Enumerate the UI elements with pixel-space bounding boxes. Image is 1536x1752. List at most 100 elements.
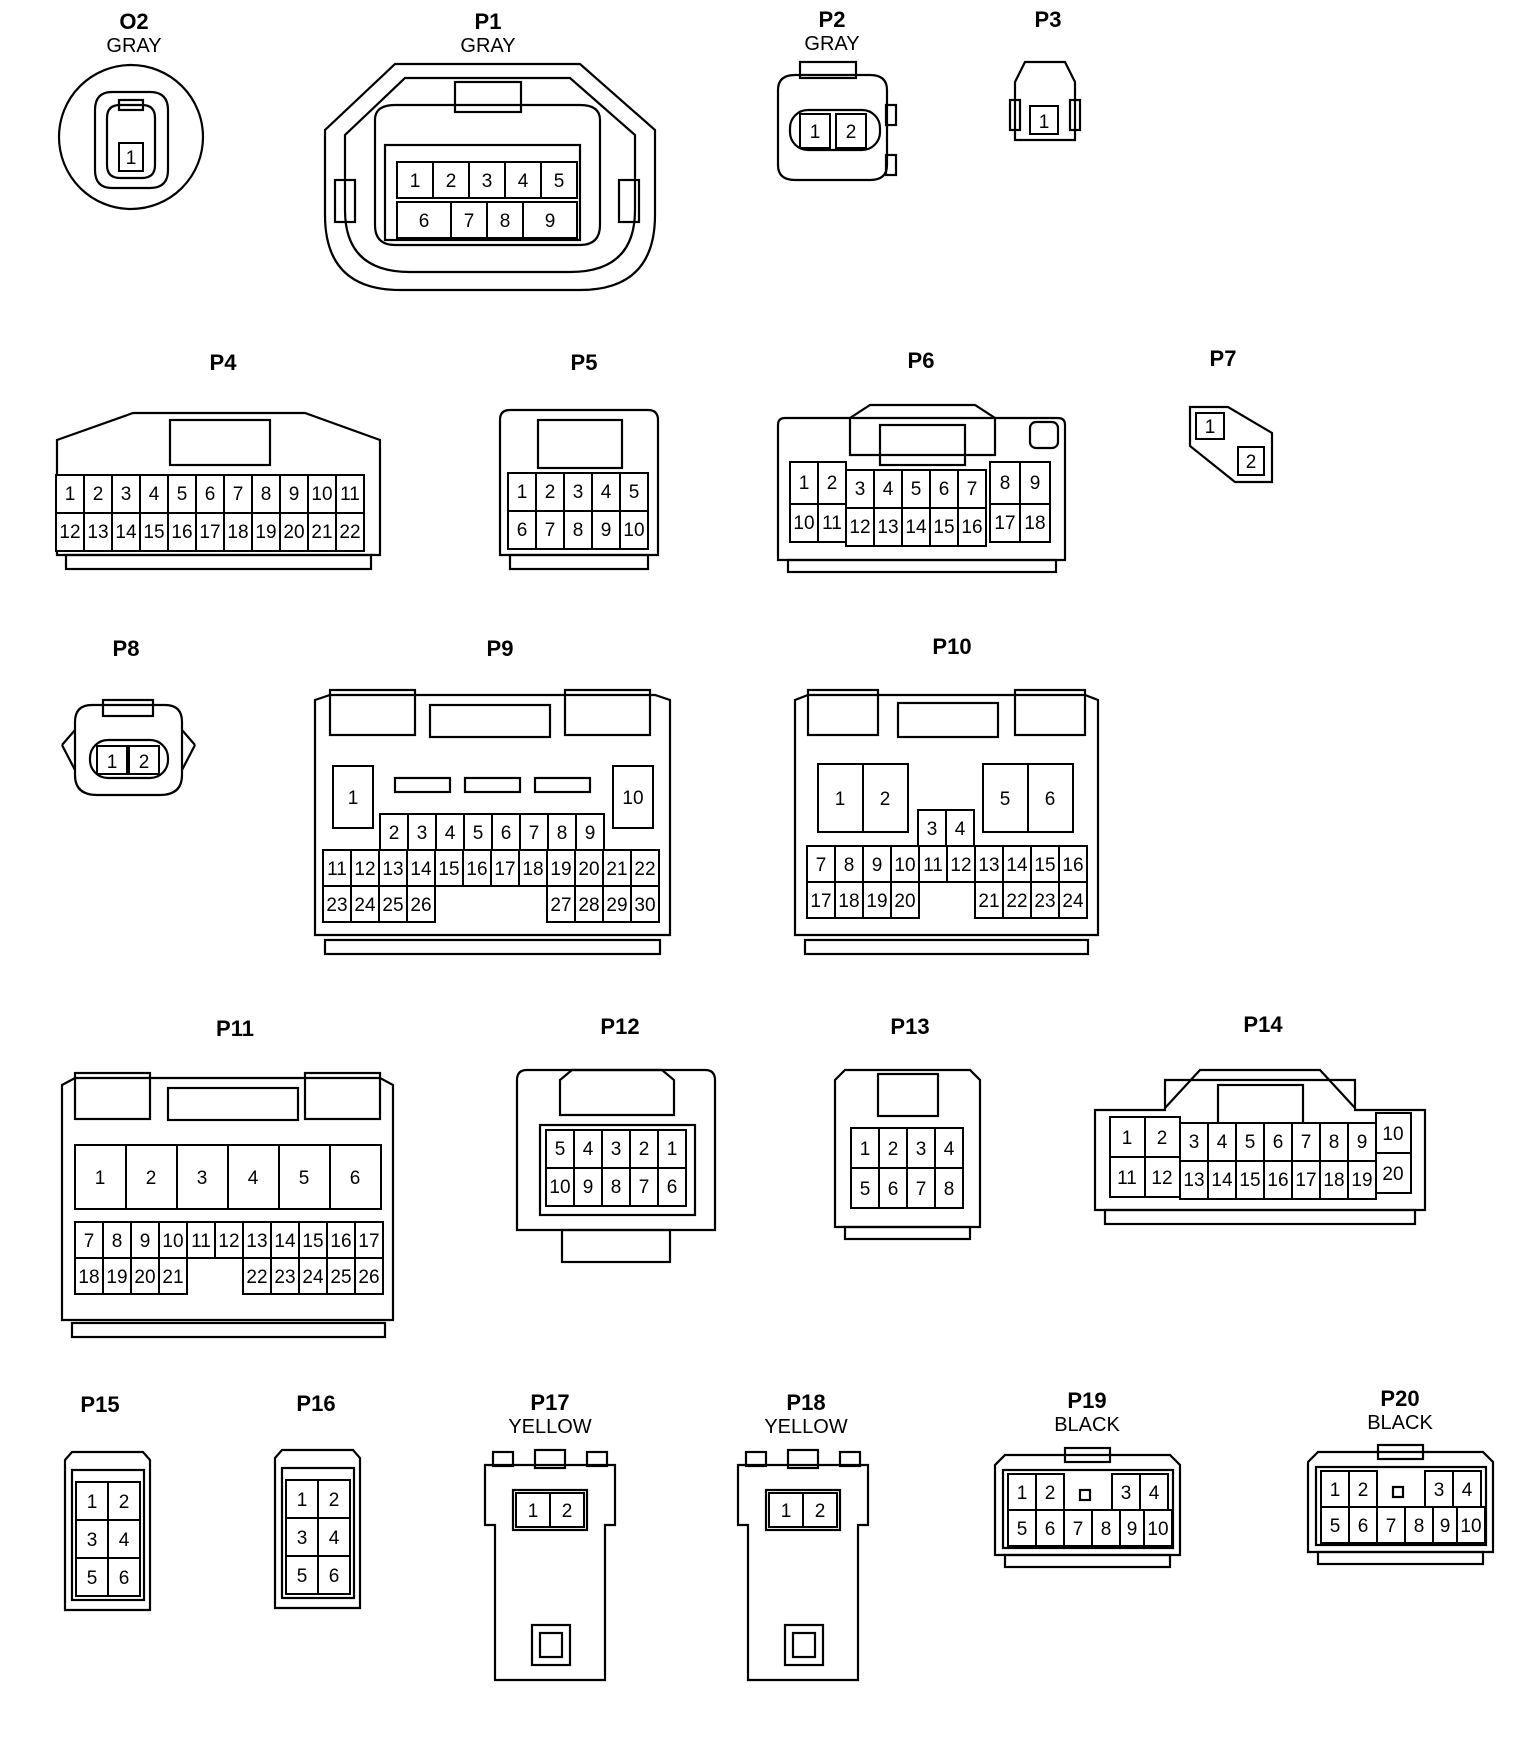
pin-label: 9 <box>545 211 556 232</box>
pin-label: 1 <box>860 1139 871 1160</box>
pin-label: 7 <box>464 211 475 232</box>
pin-label: 10 <box>623 520 644 541</box>
pin-label: 9 <box>585 823 596 844</box>
pin-label: 20 <box>894 891 915 912</box>
pin-label: 1 <box>297 1490 308 1511</box>
connector-p17: P17 YELLOW 1 2 <box>483 1390 617 1682</box>
pin-label: 3 <box>1121 1483 1132 1504</box>
pin-label: 1 <box>517 482 528 503</box>
pin-label: 3 <box>482 171 493 192</box>
pin-label: 18 <box>838 891 859 912</box>
pin-label: 6 <box>667 1177 678 1198</box>
connector-p12-title: P12 <box>600 1014 639 1039</box>
pin-label: 1 <box>65 484 76 505</box>
pin-label: 6 <box>119 1568 130 1589</box>
pin-label: 2 <box>880 789 891 810</box>
pin-label: 12 <box>1151 1168 1172 1189</box>
pin-label: 9 <box>872 855 883 876</box>
pin-label: 3 <box>916 1139 927 1160</box>
pin-label: 7 <box>233 484 244 505</box>
pin-label: 5 <box>554 171 565 192</box>
pin-label: 18 <box>1024 513 1045 534</box>
pin-label: 3 <box>197 1168 208 1189</box>
pin-label: 23 <box>326 895 347 916</box>
pin-label: 12 <box>218 1231 239 1252</box>
pin-label: 15 <box>1034 855 1055 876</box>
pin-label: 14 <box>115 522 137 543</box>
pin-label: 5 <box>1000 789 1011 810</box>
pin-label: 15 <box>302 1231 323 1252</box>
pin-label: 10 <box>1382 1124 1403 1145</box>
connector-p10: P10 1 2 3 4 5 6 7 8 9 10 11 12 13 14 15 … <box>793 634 1100 956</box>
pin-label: 7 <box>1386 1516 1397 1537</box>
pin-label: 6 <box>1045 789 1056 810</box>
pin-label: 8 <box>611 1177 622 1198</box>
pin-label: 11 <box>340 484 360 505</box>
pin-label: 9 <box>583 1177 594 1198</box>
pin-label: 9 <box>1440 1516 1451 1537</box>
pin-label: 19 <box>866 891 887 912</box>
pin-label: 20 <box>578 859 599 880</box>
pin-label: 3 <box>1189 1132 1200 1153</box>
pin-label: 2 <box>827 473 838 494</box>
pin-label: 19 <box>1351 1170 1372 1191</box>
pin-label: 17 <box>199 522 220 543</box>
pin-label: 1 <box>1017 1483 1028 1504</box>
pin-label: 16 <box>330 1231 351 1252</box>
pin-label: 6 <box>205 484 216 505</box>
connector-p2-color: GRAY <box>804 33 859 55</box>
pin-label: 8 <box>500 211 511 232</box>
pin-label: 6 <box>888 1179 899 1200</box>
pin-label: 4 <box>1217 1132 1228 1153</box>
pin-label: 6 <box>517 520 528 541</box>
pin-label: 1 <box>799 473 810 494</box>
pin-label: 22 <box>339 522 360 543</box>
pin-label: 13 <box>978 855 999 876</box>
pin-label: 23 <box>1034 891 1055 912</box>
connector-p4: P4 1 2 3 4 5 6 7 8 9 10 11 12 13 14 15 1… <box>55 350 382 571</box>
pin-label: 2 <box>888 1139 899 1160</box>
pin-label: 17 <box>1295 1170 1316 1191</box>
connector-p11-title: P11 <box>216 1016 254 1041</box>
pin-label: 10 <box>622 788 643 809</box>
pin-label: 5 <box>177 484 188 505</box>
pin-label: 1 <box>1330 1480 1341 1501</box>
pin-label: 1 <box>1205 417 1216 438</box>
pin-label: 20 <box>1382 1164 1403 1185</box>
pin-label: 3 <box>417 823 428 844</box>
pin-label: 24 <box>302 1267 324 1288</box>
pin-label: 1 <box>667 1139 678 1160</box>
pin-label: 12 <box>59 522 80 543</box>
pin-label: 5 <box>555 1139 566 1160</box>
connector-p19-title: P19 <box>1067 1388 1106 1413</box>
pin-label: 4 <box>955 819 966 840</box>
pin-label: 1 <box>95 1168 106 1189</box>
pin-label: 11 <box>1117 1168 1137 1189</box>
pin-label: 1 <box>87 1492 98 1513</box>
pin-label: 26 <box>410 895 431 916</box>
connector-p13-title: P13 <box>890 1014 929 1039</box>
connector-p3: P3 1 <box>1008 7 1082 142</box>
connector-p6: P6 1 2 3 4 5 6 7 8 9 10 11 12 13 14 15 1… <box>776 348 1067 574</box>
connector-p2-title: P2 <box>819 7 846 32</box>
connector-p9-title: P9 <box>487 636 514 661</box>
connector-p20-color: BLACK <box>1367 1412 1433 1434</box>
pin-label: 11 <box>822 513 842 534</box>
pin-label: 16 <box>1062 855 1083 876</box>
pin-label: 13 <box>87 522 108 543</box>
pin-label: 11 <box>191 1231 211 1252</box>
pin-label: 20 <box>283 522 304 543</box>
pin-label: 6 <box>939 479 950 500</box>
pin-label: 10 <box>793 513 814 534</box>
pin-label: 4 <box>329 1528 340 1549</box>
pin-label: 17 <box>994 513 1015 534</box>
pin-label: 13 <box>246 1231 267 1252</box>
pin-label: 2 <box>1157 1128 1168 1149</box>
pin-label: 24 <box>1062 891 1084 912</box>
pin-label: 21 <box>162 1267 183 1288</box>
pin-label: 10 <box>162 1231 183 1252</box>
pin-label: 2 <box>389 823 400 844</box>
connector-p7: P7 1 2 <box>1188 346 1274 484</box>
pin-label: 1 <box>348 788 359 809</box>
pin-label: 7 <box>967 479 978 500</box>
